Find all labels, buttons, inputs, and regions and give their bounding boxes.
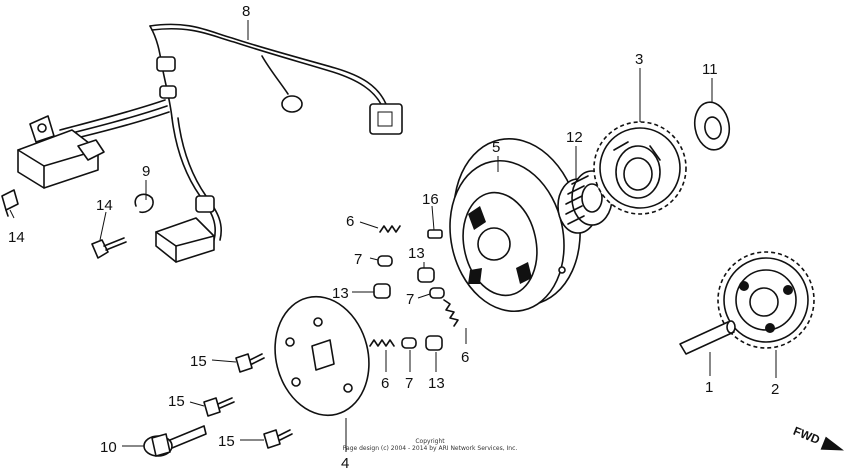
callout-cap-top: 13 [408,245,425,262]
callout-bolt-upper: 15 [190,353,207,370]
shaft[interactable] [679,320,736,355]
cap-top[interactable] [417,267,435,283]
leader-lines [9,20,777,452]
callout-spring-right: 6 [461,349,469,366]
wire-harness[interactable] [149,23,403,241]
outer-clutch[interactable] [436,127,595,322]
copyright-line-1: Copyright [415,438,445,445]
callout-shaft: 1 [705,379,713,396]
clip-left[interactable] [1,189,19,217]
callout-bolt-middle: 15 [168,393,185,410]
callout-driven-gear: 3 [635,51,643,68]
starter-gear[interactable] [717,251,815,349]
cap-bottom[interactable] [425,335,443,351]
callout-spring-bottom: 6 [381,375,389,392]
callout-washer: 11 [702,61,718,78]
bolt-upper[interactable] [235,353,265,373]
fwd-label: FWD [791,424,822,447]
copyright-notice: Copyright Page design (c) 2004 - 2014 by… [340,438,520,452]
washer[interactable] [691,99,733,152]
bolt-clamp[interactable] [91,237,127,259]
spring-bottom[interactable] [369,339,395,347]
callout-pulser-clamp: 9 [142,163,150,180]
copyright-line-2: Page design (c) 2004 - 2014 by ARI Netwo… [342,445,518,452]
bolt-lower[interactable] [263,429,293,449]
callout-roller-mid: 7 [406,291,414,308]
bolt-middle[interactable] [203,397,235,417]
forward-arrow: FWD [791,424,844,451]
spring-top[interactable] [379,225,401,233]
callout-needle-bearing: 12 [566,129,583,146]
callout-plate: 4 [341,455,349,472]
flange-bolt[interactable] [143,425,207,457]
driven-gear[interactable] [593,121,687,215]
callouts: 8 14 14 9 3 11 5 12 2 1 6 7 16 13 13 7 6… [8,3,779,472]
spring-right[interactable] [443,299,459,327]
pulser-clamp[interactable] [134,193,215,263]
cap-left[interactable] [373,283,391,299]
coil-assembly[interactable] [17,99,170,189]
roller-mid[interactable] [429,287,445,299]
callout-spring-top: 6 [346,213,354,230]
callout-bolt-clamp: 14 [96,197,113,214]
callout-stator-gear: 2 [771,381,779,398]
callout-clip-left: 14 [8,229,25,246]
pin[interactable] [427,229,443,239]
callout-cap-left: 13 [332,285,349,302]
plate[interactable] [263,287,381,426]
callout-bolt-lower: 15 [218,433,235,450]
callout-flange-bolt: 10 [100,439,117,456]
roller-bottom[interactable] [401,337,417,349]
callout-pin: 16 [422,191,439,208]
callout-outer-clutch: 5 [492,139,500,156]
callout-cap-bottom: 13 [428,375,445,392]
callout-roller-top: 7 [354,251,362,268]
callout-roller-bottom: 7 [405,375,413,392]
roller-top[interactable] [377,255,393,267]
callout-wire-harness: 8 [242,3,250,20]
